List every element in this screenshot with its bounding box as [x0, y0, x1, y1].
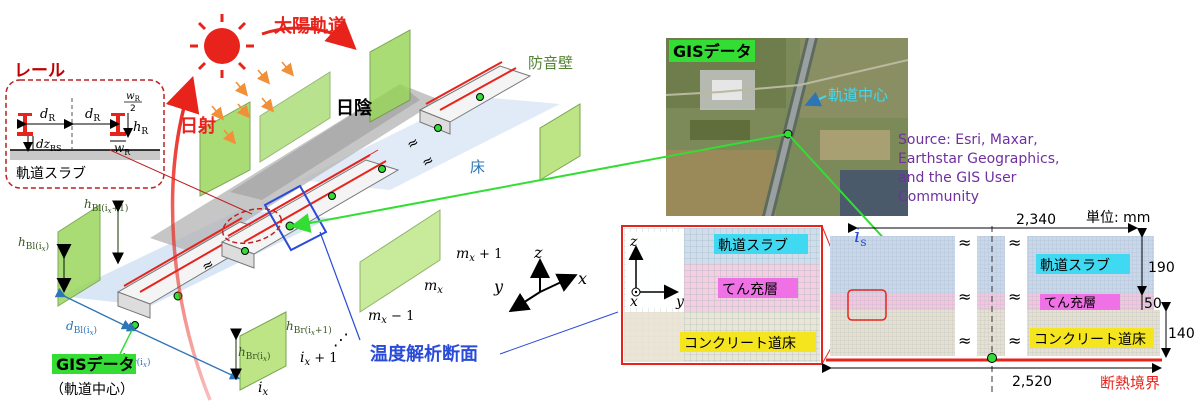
zoom-inset: 軌道スラブ てん充層 コンクリート道床 z y x — [622, 226, 822, 364]
ellipsis: ⋰ — [333, 330, 349, 349]
inset-fill-label: てん充層 — [722, 282, 778, 298]
satellite-map: GISデータ 軌道中心 — [666, 38, 908, 216]
label-hBr-next: hBr(ix+1) — [286, 319, 332, 337]
soundwall-right-near — [240, 312, 286, 390]
break-mark: ≈ — [958, 287, 971, 306]
center-point — [286, 222, 294, 230]
break-mark: ≈ — [1008, 287, 1021, 306]
dim-h50: 50 — [1144, 296, 1162, 312]
label-ix: ix — [258, 380, 268, 398]
insulated-boundary-label: 断熱境界 — [1100, 374, 1160, 392]
map-center-label: 軌道中心 — [828, 86, 888, 104]
center-point — [477, 94, 484, 101]
dim-width-bottom: 2,520 — [1012, 374, 1052, 390]
rail-title: レール — [14, 61, 65, 81]
map-source-line-2: Earthstar Geographics, — [898, 151, 1059, 167]
rail-inset: レール dR dR wR 2 hR wR dzRS 軌道スラブ — [6, 61, 164, 188]
soundwall-label: 防音壁 — [528, 54, 573, 72]
svg-text:y: y — [493, 277, 504, 296]
shade-label: 日陰 — [336, 97, 373, 119]
center-point — [329, 193, 336, 200]
gis-tag-left-text: GISデータ — [56, 355, 135, 374]
label-hBl: hBl(ix) — [18, 235, 49, 253]
svg-text:x: x — [578, 269, 587, 288]
section-center-point — [988, 354, 997, 363]
break-mark: ≈ — [1008, 233, 1021, 252]
map-source-line-3: and the GIS User — [898, 170, 1017, 186]
label-wR-denominator: 2 — [130, 104, 136, 114]
inset-slab-label: 軌道スラブ — [718, 237, 788, 254]
floor-label: 床 — [470, 158, 485, 176]
axis-triad: z x y — [493, 243, 587, 310]
rail-inset-slab — [10, 150, 160, 160]
cross-section: ≈ ≈ ≈ ≈ ≈ ≈ — [826, 226, 1166, 392]
label-dBl: dBl(ix) — [66, 319, 97, 337]
section-is-label: is — [854, 223, 867, 249]
rail-slab-label: 軌道スラブ — [16, 165, 86, 182]
map-source-line-1: Source: Esri, Maxar, — [898, 132, 1038, 148]
map-source-line-4: Community — [898, 189, 979, 205]
sun-icon — [190, 14, 254, 78]
soundwall-right-mid — [360, 210, 440, 312]
break-mark: ≈ — [958, 331, 971, 350]
section-label: 温度解析断面 — [370, 343, 478, 365]
label-mx-next: mx + 1 — [456, 246, 502, 264]
break-mark: ≈ — [958, 233, 971, 252]
svg-text:x: x — [630, 294, 638, 310]
center-point — [379, 166, 386, 173]
break-mark: ≈ — [1008, 331, 1021, 350]
label-mx-prev: mx − 1 — [368, 308, 414, 326]
gis-center-caption: （軌道中心） — [50, 382, 134, 398]
label-mx: mx — [424, 278, 443, 296]
section-concrete-label: コンクリート道床 — [1034, 332, 1146, 348]
sun-orbit-label: 太陽軌道 — [274, 15, 346, 37]
label-ix-next: ix + 1 — [300, 350, 338, 368]
center-point — [132, 322, 139, 329]
center-point — [242, 248, 249, 255]
dim-width-top: 2,340 — [1016, 212, 1056, 228]
svg-text:z: z — [629, 234, 638, 250]
inset-concrete-label: コンクリート道床 — [684, 336, 796, 352]
section-slab-label: 軌道スラブ — [1040, 257, 1110, 274]
radiation-label: 日射 — [180, 115, 216, 137]
soundwall-right-far — [540, 104, 580, 180]
unit-label: 単位: mm — [1086, 210, 1150, 226]
svg-text:y: y — [675, 294, 685, 310]
dim-h190: 190 — [1148, 260, 1175, 276]
map-gis-tag-text: GISデータ — [673, 42, 752, 61]
section-fill-label: てん充層 — [1044, 295, 1096, 311]
center-point — [435, 125, 442, 132]
svg-text:z: z — [533, 243, 543, 262]
dim-h140: 140 — [1168, 326, 1195, 342]
